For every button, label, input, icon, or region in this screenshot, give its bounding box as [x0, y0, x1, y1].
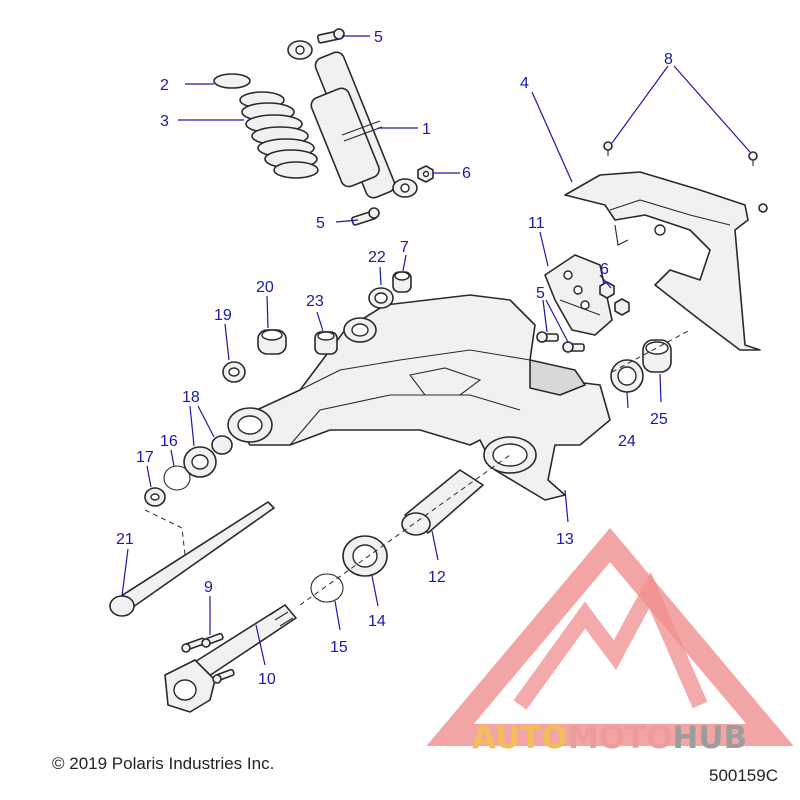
guard-screw-a [603, 141, 613, 156]
bearing-14 [342, 535, 388, 577]
diagram-part-number: 500159C [708, 766, 778, 785]
callout-25: 25 [650, 411, 668, 428]
callout-3: 3 [160, 113, 169, 130]
circlip-15 [310, 573, 344, 603]
chain-guard [564, 171, 761, 351]
bracket-bolt-a [536, 331, 559, 343]
bushing-20 [257, 329, 287, 355]
callout-15: 15 [330, 639, 348, 656]
callout-6-bracket: 6 [600, 261, 609, 278]
bearing-22 [368, 287, 394, 309]
mount-bracket [544, 254, 613, 336]
shock-bolt-top [316, 28, 345, 44]
axis-line-right [611, 329, 691, 373]
callout-20: 20 [256, 279, 274, 296]
callout-19: 19 [214, 307, 232, 324]
bushing-23 [314, 331, 338, 355]
shock-absorber [287, 40, 418, 199]
spacer-25 [642, 339, 672, 373]
spring-retainer [213, 73, 251, 89]
spacer-tube-12 [401, 469, 484, 536]
callout-1: 1 [422, 121, 431, 138]
bushing-7 [392, 271, 412, 293]
callout-11: 11 [528, 215, 545, 232]
snap-ring-16 [163, 465, 191, 491]
callout-17: 17 [136, 449, 154, 466]
watermark-m-shape [513, 571, 708, 710]
shock-bolt-lower [351, 207, 380, 226]
callout-4: 4 [520, 75, 529, 92]
callout-5-bracket: 5 [536, 285, 545, 302]
seal-17 [144, 487, 166, 507]
callout-14: 14 [368, 613, 386, 630]
bearing-24 [610, 359, 644, 393]
watermark-triangle [426, 527, 794, 746]
watermark-text: AUTOMOTOHUB [472, 720, 747, 756]
callout-7: 7 [400, 239, 409, 256]
shock-nut [417, 165, 434, 183]
callout-10: 10 [258, 671, 276, 688]
hub-shaft [164, 604, 297, 713]
callout-23: 23 [306, 293, 324, 310]
hub-bolt-9c [212, 668, 235, 684]
callout-labels: 1 2 3 4 5 5 5 6 6 7 8 9 10 11 12 13 14 1… [116, 29, 673, 688]
bearing-18 [183, 435, 233, 478]
callout-6-shock: 6 [462, 165, 471, 182]
leader-lines [121, 35, 751, 666]
axis-line-center [299, 454, 511, 606]
callout-18: 18 [182, 389, 200, 406]
hub-bolt-9a [181, 637, 206, 653]
callout-5-top: 5 [374, 29, 383, 46]
watermark-logo: AUTOMOTOHUB [426, 527, 794, 756]
callout-24: 24 [618, 433, 636, 450]
guard-screw-c [758, 203, 768, 213]
guard-screw-b [748, 151, 758, 166]
pivot-shaft [109, 501, 275, 617]
callout-8: 8 [664, 51, 673, 68]
callout-16: 16 [160, 433, 178, 450]
callout-12: 12 [428, 569, 446, 586]
copyright-notice: © 2019 Polaris Industries Inc. [52, 754, 275, 773]
swing-arm [227, 294, 611, 501]
callout-13: 13 [556, 531, 574, 548]
bracket-nut-b [614, 298, 630, 316]
bushing-19 [222, 361, 246, 383]
coil-spring [239, 91, 319, 179]
callout-2: 2 [160, 77, 169, 94]
callout-22: 22 [368, 249, 386, 266]
bracket-bolt-b [562, 341, 585, 353]
callout-5-lower: 5 [316, 215, 325, 232]
hub-bolt-9b [201, 632, 224, 648]
callout-21: 21 [116, 531, 134, 548]
callout-9: 9 [204, 579, 213, 596]
bracket-nut-a [599, 281, 615, 299]
